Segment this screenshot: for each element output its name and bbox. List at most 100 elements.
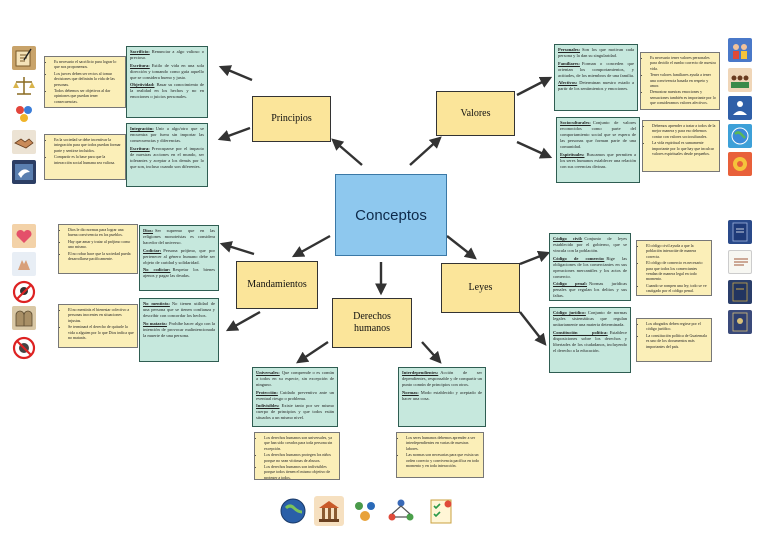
definition-term: Constitución política: [553, 329, 608, 335]
node-mandamientos: Mandamientos [236, 261, 318, 309]
arrow-leyes-def2 [519, 311, 547, 346]
definition-text: Respetar los bienes ajenos y pagar las d… [143, 267, 215, 278]
arrow-to-valores [409, 136, 442, 166]
definition-item: Familiares:Forman o conceden que orienta… [558, 61, 634, 79]
definition-text: Cuidado preventivo ante un eventual ries… [256, 389, 334, 401]
node-derechos-label: Derechos humanos [353, 311, 391, 334]
example-item: Tener valores familiares ayuda a tener u… [650, 72, 716, 88]
example-item: Compartir es la base para que la interac… [54, 154, 122, 165]
example-list: Es necesario tener valores personales pa… [643, 55, 716, 106]
definition-text: Unir a algo/otro que se encuentra por fu… [130, 126, 204, 143]
definition-text: Conjunto de normas legales sistemáticas … [553, 310, 627, 327]
center-concept: Conceptos [335, 174, 447, 256]
example-list: Los seres humanos debemos aprender a ser… [399, 435, 480, 468]
definition-term: Sacrificio: [130, 49, 150, 54]
example-item: Todos debemos ser objetivos al dar opini… [54, 88, 122, 104]
example-item: Dios le dio normas para lograr una buena… [68, 227, 134, 238]
node-leyes-label: Leyes [468, 282, 493, 293]
globe-people-icon [278, 496, 308, 526]
scroll-quill-icon [12, 46, 36, 70]
definition-item: No matarás:Prohíbe hacer algo con la int… [143, 321, 215, 339]
definition-item: Codiciar:Persona prójimo, que por perten… [143, 248, 215, 266]
example-list: Debemos aprender a tratar a todos de la … [645, 123, 716, 156]
definition-item: Objetividad:Basar su conocimiento de la … [130, 82, 204, 100]
derechos-definitions: Universales:Que comprende o es común a t… [252, 367, 338, 427]
definition-item: Afectivos:Determinan nuestro estado a pa… [558, 80, 634, 92]
definition-item: Dios:Ser supremo que en las religiones m… [143, 228, 215, 246]
valores-examples: Es necesario tener valores personales pa… [640, 52, 720, 110]
definition-term: Indivisibles: [256, 403, 280, 408]
definition-item: Código de comercio:Rige las obligaciones… [553, 256, 627, 280]
example-item: Los jueces deben ser rectos al tomar dec… [54, 71, 122, 87]
definition-item: Normas:Modo establecido y aceptado de ha… [402, 390, 482, 402]
example-item: Los seres humanos debemos aprender a ser… [406, 435, 480, 451]
example-list: El no mentirás el bienestar colectivo a … [61, 307, 134, 340]
leyes-definitions: Código civil:Conjunto de leyes estableci… [549, 233, 631, 301]
mandamientos-definitions-2: No mentirás:No tienen utilidad de una pe… [139, 298, 219, 362]
definition-text: Normas jurídicas penales que regulan los… [553, 281, 627, 298]
definition-text: Son los que motivan cada persona y la da… [558, 47, 634, 58]
definition-term: Código penal: [553, 281, 587, 286]
node-derechos-humanos: Derechos humanos [332, 298, 412, 348]
definition-item: Protección:Cuidado preventivo ante un ev… [256, 390, 334, 402]
definition-term: Espirituales: [560, 151, 585, 157]
example-item: Las normas son necesarias para que exist… [406, 452, 480, 468]
definition-text: Basar su conocimiento de la realidad en … [130, 82, 204, 99]
derechos-examples-2: Los seres humanos debemos aprender a ser… [396, 432, 484, 478]
definition-term: Escritura: [130, 145, 150, 151]
example-list: Es necesario el sacrificio para lograr l… [47, 59, 122, 104]
example-item: Se terminará el derecho de quitarle la v… [68, 324, 134, 340]
principios-definitions: Sacrificio:Renunciar a algo valioso o pr… [126, 46, 208, 118]
meditation-icon [728, 96, 752, 120]
definition-term: Codiciar: [143, 247, 162, 253]
arrow-principios-def2 [217, 126, 251, 142]
definition-term: No mentirás: [143, 301, 170, 306]
no-stealing-icon [12, 280, 36, 304]
penal-code-book-icon [728, 280, 752, 304]
example-item: El no robar hace que la sociedad pueda d… [68, 251, 134, 262]
example-list: El código civil ayuda a que la población… [639, 243, 708, 294]
definition-item: Indivisibles:Existe tanto por ser mismo … [256, 403, 334, 421]
definition-text: Persona prójimo, que por pertenecer al g… [143, 247, 215, 265]
arrow-mandamientos-def2 [225, 310, 261, 332]
definition-item: Sacrificio:Renunciar a algo valioso o pr… [130, 49, 204, 61]
example-item: Cuando se rompen una ley, todo se ve cas… [646, 283, 708, 294]
definition-text: No tienen utilidad de una persona que se… [143, 301, 215, 318]
definition-term: Objetividad: [130, 82, 155, 87]
civil-code-book-icon [728, 220, 752, 244]
derechos-definitions-2: Interdependientes:Acción de ser dependie… [398, 367, 486, 427]
temple-icon [314, 496, 344, 526]
definition-term: Protección: [256, 389, 278, 395]
definition-item: Código penal:Normas jurídicas penales qu… [553, 281, 627, 299]
community-icon [728, 68, 752, 92]
definition-text: Acción de ser dependientes, responsable … [402, 370, 482, 387]
example-list: Dios le dio normas para lograr una buena… [61, 227, 134, 261]
definition-term: Interdependientes: [402, 370, 439, 375]
definition-text: Modo establecido y aceptado de hacer una… [402, 389, 482, 401]
definition-text: Establece disposiciones sobre los derech… [553, 329, 627, 353]
derechos-examples: Los derechos humanos son universales, ya… [254, 432, 340, 480]
handshake-icon [12, 130, 36, 154]
example-item: La constitución política de Guatemala es… [646, 333, 708, 349]
definition-text: Buscamos que permiten a los seres humano… [560, 151, 636, 169]
dove-icon [12, 160, 36, 184]
family-icon [728, 38, 752, 62]
mandamientos-examples: Dios le dio normas para lograr una buena… [58, 224, 138, 274]
definition-term: Dios: [143, 228, 153, 233]
definition-item: No codiciar:Respetar los bienes ajenos y… [143, 267, 215, 279]
definition-text: Estilo de vida en una sola dirección y t… [130, 62, 204, 80]
ten-commandments-icon [12, 306, 36, 330]
example-item: La vida espiritual es sumamente importan… [652, 140, 716, 156]
definition-term: Código de comercio: [553, 255, 605, 261]
node-valores: Valores [436, 91, 515, 136]
arrow-to-principios [331, 138, 363, 166]
definition-term: Afectivos: [558, 80, 578, 85]
arrow-principios-def [218, 65, 253, 82]
definition-text: Preocuparse por el impacto de nuestras a… [130, 145, 204, 169]
definition-term: Código civil: [553, 236, 583, 241]
definition-text: Conjunto de valores reconocidos como par… [560, 120, 636, 149]
definition-item: Escritura:Estilo de vida en una sola dir… [130, 63, 204, 81]
definition-item: No mentirás:No tienen utilidad de una pe… [143, 301, 215, 319]
definition-term: Universales: [256, 370, 280, 375]
